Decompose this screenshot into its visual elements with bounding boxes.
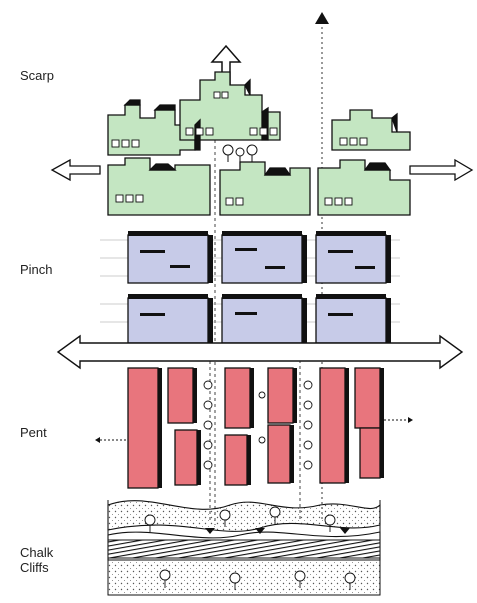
tree-icon	[222, 144, 258, 162]
tree-icon	[144, 506, 356, 590]
chalk-cliffs-section	[107, 500, 381, 596]
pent-buildings	[127, 367, 381, 489]
tree-icon	[203, 380, 313, 470]
label-chalk-cliffs: Chalk Cliffs	[20, 545, 54, 575]
scarp-windows	[111, 91, 368, 206]
label-pent: Pent	[20, 425, 47, 440]
pinch-buildings	[127, 234, 387, 344]
down-markers	[205, 528, 350, 534]
side-arrows	[100, 419, 408, 441]
pinch-shadows	[128, 231, 391, 343]
dashed-column-lines	[209, 140, 301, 525]
pent-shadows	[158, 368, 384, 488]
double-arrow-icon	[50, 158, 474, 182]
label-pinch: Pinch	[20, 262, 53, 277]
label-scarp: Scarp	[20, 68, 54, 83]
double-arrow-icon	[56, 334, 464, 370]
